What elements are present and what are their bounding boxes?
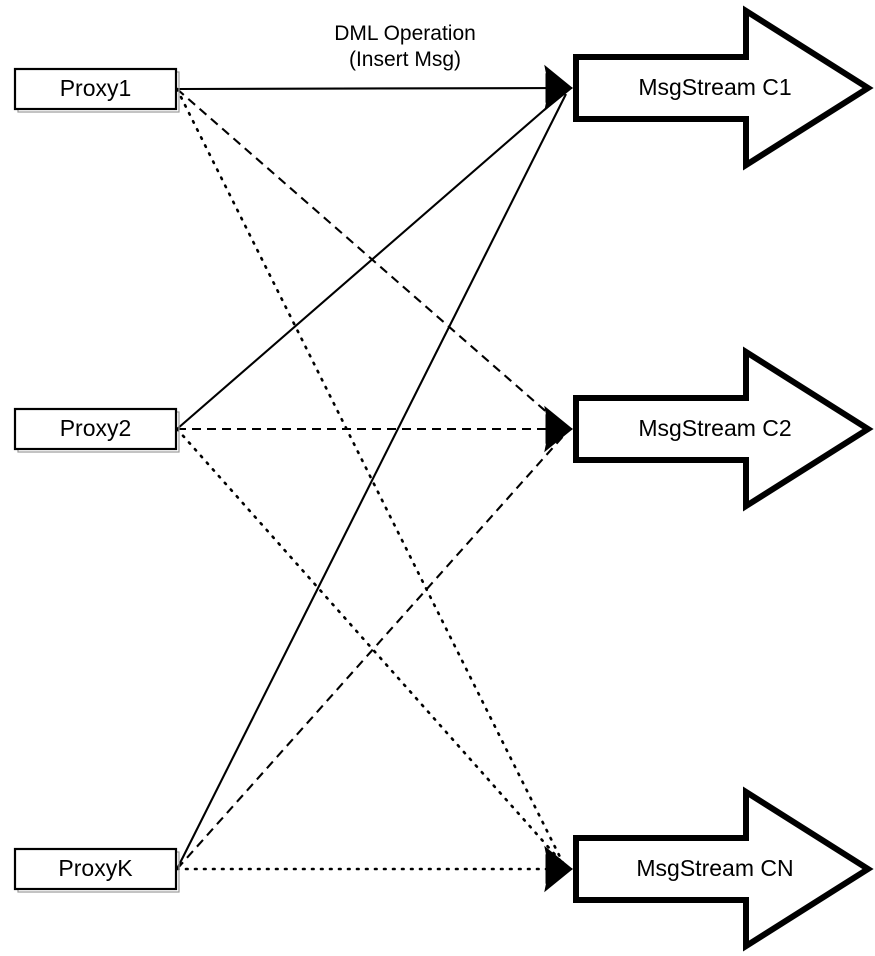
block-arrow-shape	[573, 5, 874, 171]
connector-p1-cn	[175, 87, 568, 871]
msgstream-node-stream_cn[interactable]: MsgStream CN	[573, 786, 874, 952]
arrowhead-spike	[547, 425, 573, 436]
connector-p1-c1	[176, 86, 569, 91]
connector-p2-cn	[175, 427, 568, 869]
msgstream-node-layer: MsgStream C1 MsgStream C2 MsgStream CN	[573, 5, 874, 952]
connector-pk-c2	[176, 432, 567, 870]
connector-pk-c1	[176, 93, 567, 870]
connector-layer	[175, 86, 569, 871]
proxy-label: Proxy2	[60, 415, 132, 441]
arrowhead-head-c1	[544, 64, 574, 112]
proxy-node-proxy1[interactable]: Proxy1	[13, 67, 180, 113]
block-arrow-shape	[573, 786, 874, 952]
proxy-label: ProxyK	[58, 855, 133, 881]
proxy-box-outline	[13, 67, 178, 111]
proxy-box-outline	[13, 847, 178, 891]
arrowhead-layer	[544, 64, 574, 893]
msgstream-label: MsgStream C1	[638, 74, 791, 100]
arrowhead-head-cn	[544, 845, 574, 893]
msgstream-label: MsgStream C2	[638, 415, 791, 441]
proxy-box-outline	[13, 407, 178, 451]
msgstream-node-stream_c2[interactable]: MsgStream C2	[573, 346, 874, 512]
proxy-node-proxy2[interactable]: Proxy2	[13, 407, 180, 453]
arrowhead-spike	[547, 84, 573, 95]
proxy-node-proxyk[interactable]: ProxyK	[13, 847, 180, 893]
msgstream-node-stream_c1[interactable]: MsgStream C1	[573, 5, 874, 171]
connector-p2-c1	[176, 90, 567, 430]
edge-label-line-2: (Insert Msg)	[349, 48, 461, 71]
edge-label-line-1: DML Operation	[334, 22, 476, 45]
arrowhead-head-c2	[544, 405, 574, 453]
proxy-label: Proxy1	[60, 75, 132, 101]
msgstream-label: MsgStream CN	[636, 855, 793, 881]
block-arrow-shape	[573, 346, 874, 512]
edge-label-dml-operation: DML Operation (Insert Msg)	[334, 22, 476, 71]
arrowhead-spike	[547, 865, 573, 876]
